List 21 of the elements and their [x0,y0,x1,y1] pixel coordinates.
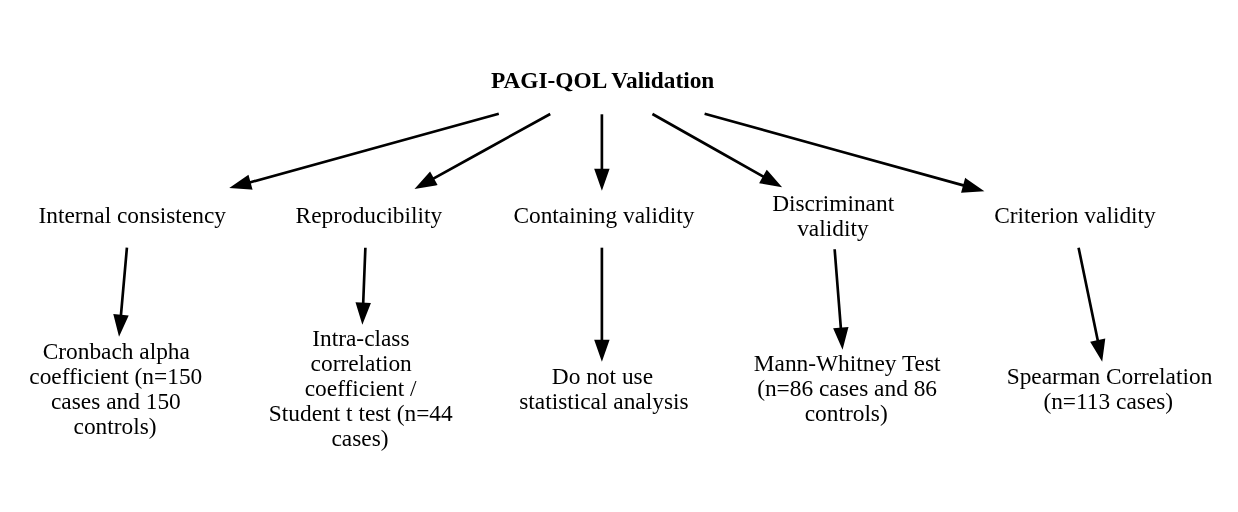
arrow [704,112,985,193]
arrow [355,247,371,325]
node-text: Cronbach alpha coefficient (n=150 cases and 150 controls) [29,337,203,439]
arrow [414,112,551,189]
node-text: Do not use statistical analysis [519,362,689,414]
arrow [594,113,610,191]
arrow [833,248,849,350]
node-text: Discriminant validity [772,189,895,241]
node-text: PAGI-QOL Validation [490,66,715,93]
arrow [229,112,500,190]
arrow [651,112,783,187]
node-text: Mann-Whitney Test (n=86 cases and 86 controls) [753,349,941,426]
arrow [113,247,129,337]
node-text: Spearman Correlation (n=113 cases) [1006,362,1213,414]
node-text: Internal consistency [38,201,226,228]
node-text: Intra-class correlation coefficient / Student t test (n=44 cases) [268,324,453,451]
node-text: Criterion validity [994,201,1156,228]
arrow [1077,246,1106,362]
node-text: Containing validity [513,201,695,228]
arrow [594,247,610,362]
node-text: Reproducibility [295,201,443,228]
